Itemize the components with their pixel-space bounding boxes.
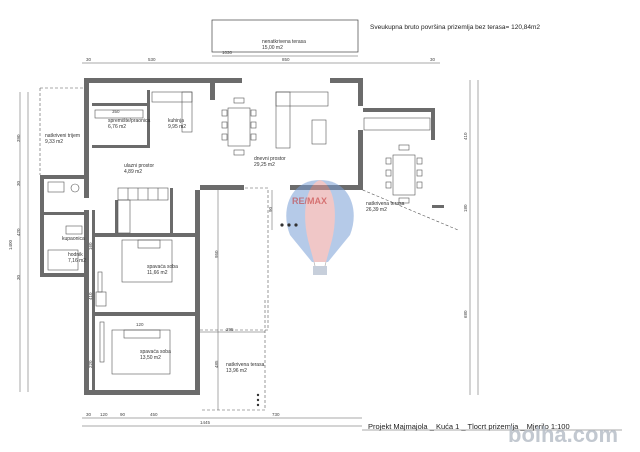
dim-bottom-1: 30 xyxy=(86,412,92,417)
dim-right-1: 410 xyxy=(463,132,468,140)
walls xyxy=(40,78,444,395)
remax-balloon-watermark xyxy=(286,180,354,275)
dim-inner-3: 950 xyxy=(214,250,219,258)
dim-top-1: 30 xyxy=(86,57,92,62)
dim-top-2: 530 xyxy=(148,57,156,62)
total-area-label: Sveukupna bruto površina prizemlja bez t… xyxy=(370,24,541,31)
dim-bottom-4: 450 xyxy=(150,412,158,417)
remax-watermark-text: RE/MAX xyxy=(292,196,328,206)
dim-left-4: 30 xyxy=(16,274,21,280)
footer-title: Projekt Majmajola _ Kuća 1 _ Tlocrt priz… xyxy=(368,422,570,431)
dim-right-2: 680 xyxy=(463,310,468,318)
dim-top-3: 850 xyxy=(282,57,290,62)
dim-left-3: 420 xyxy=(16,228,21,236)
room-label-bathroom: kupaonica xyxy=(62,236,85,242)
dimension-lines xyxy=(19,55,622,431)
dim-right-3: 180 xyxy=(463,204,468,212)
dim-left-1: 390 xyxy=(16,134,21,142)
dim-inner-6: 90 xyxy=(268,206,273,212)
dim-bottom-total: 1445 xyxy=(200,420,211,425)
dim-top-4: 30 xyxy=(430,57,436,62)
bolha-watermark: bolha.com xyxy=(508,422,619,447)
dim-bottom-5: 730 xyxy=(272,412,280,417)
dim-inner-7: 160 xyxy=(88,242,93,250)
dim-inner-4: 295 xyxy=(226,327,234,332)
terrace-dashed-outlines xyxy=(39,87,459,411)
dim-inner-8: 410 xyxy=(88,292,93,300)
dim-inner-1: 350 xyxy=(112,109,120,114)
dim-inner-2: 120 xyxy=(136,322,144,327)
dim-inner-9: 220 xyxy=(88,360,93,368)
dim-left-total: 1400 xyxy=(8,239,13,250)
dim-top-small: 1030 xyxy=(222,50,233,55)
open-terrace-outline xyxy=(211,19,359,53)
furniture xyxy=(47,91,431,375)
dim-bottom-2: 120 xyxy=(100,412,108,417)
dim-bottom-3: 90 xyxy=(120,412,126,417)
dim-inner-5: 485 xyxy=(214,360,219,368)
terrace-dots xyxy=(256,223,298,407)
dim-left-2: 30 xyxy=(16,180,21,186)
